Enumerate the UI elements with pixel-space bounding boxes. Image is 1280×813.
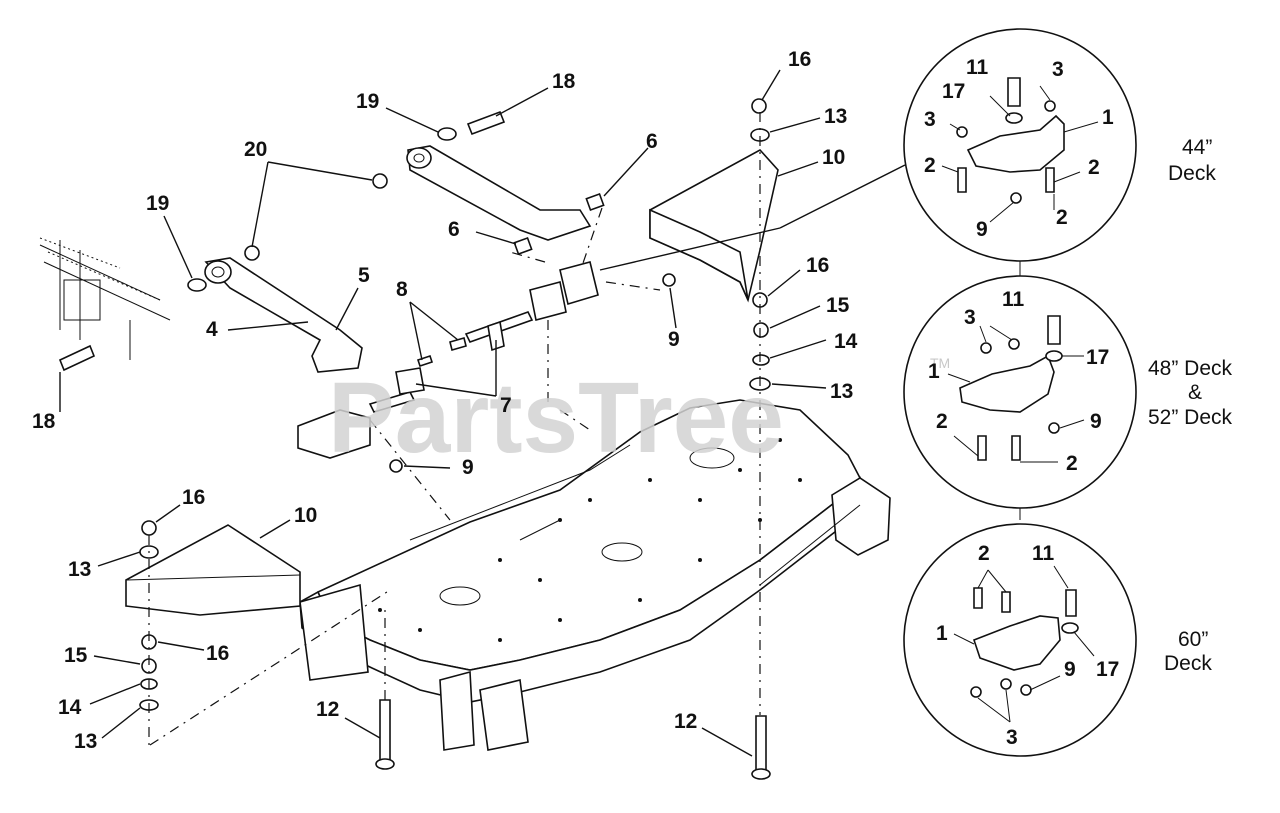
callout-13: 13 — [74, 730, 97, 753]
callout-2: 2 — [978, 542, 990, 565]
main-callouts: 16 13 10 6 6 18 19 20 19 5 4 8 9 16 15 1… — [32, 48, 858, 753]
detail-deck-60 — [903, 523, 1137, 757]
watermark-trademark: TM — [930, 355, 950, 371]
lift-arms — [39, 110, 676, 473]
callout-1: 1 — [1102, 106, 1114, 129]
callout-2: 2 — [936, 410, 948, 433]
callout-9: 9 — [668, 328, 680, 351]
callout-3: 3 — [964, 306, 976, 329]
callout-11: 11 — [966, 56, 989, 79]
callout-13: 13 — [830, 380, 853, 403]
assembly-centerlines — [148, 112, 761, 746]
callout-8: 8 — [396, 278, 408, 301]
detail-leader-lines — [941, 85, 1099, 723]
deck-48-52-callouts: 11 3 17 1 9 2 2 — [928, 288, 1109, 475]
detail-deck-44 — [903, 28, 1137, 262]
callout-9: 9 — [1064, 658, 1076, 681]
callout-2: 2 — [1066, 452, 1078, 475]
callout-16: 16 — [206, 642, 229, 665]
callout-13: 13 — [824, 105, 847, 128]
deck-44-size: 44” — [1182, 136, 1212, 159]
callout-2: 2 — [924, 154, 936, 177]
callout-20: 20 — [244, 138, 267, 161]
callout-2: 2 — [1056, 206, 1068, 229]
callout-3: 3 — [1006, 726, 1018, 749]
callout-10: 10 — [822, 146, 845, 169]
callout-3: 3 — [924, 108, 936, 131]
callout-13: 13 — [68, 558, 91, 581]
deck-shields — [125, 148, 779, 616]
callout-4: 4 — [206, 318, 218, 341]
callout-16: 16 — [788, 48, 811, 71]
callout-3: 3 — [1052, 58, 1064, 81]
callout-6: 6 — [646, 130, 658, 153]
deck-60-word: Deck — [1164, 652, 1212, 675]
deck-ampersand: & — [1188, 381, 1202, 404]
callout-1: 1 — [936, 622, 948, 645]
callout-17: 17 — [1096, 658, 1119, 681]
deck-44-word: Deck — [1168, 162, 1216, 185]
callout-1: 1 — [928, 360, 940, 383]
callout-19: 19 — [356, 90, 379, 113]
detail-deck-48-52 — [903, 275, 1137, 509]
callout-9: 9 — [976, 218, 988, 241]
callout-17: 17 — [1086, 346, 1109, 369]
callout-11: 11 — [1032, 542, 1055, 565]
callout-14: 14 — [58, 696, 82, 719]
callout-9: 9 — [1090, 410, 1102, 433]
callout-15: 15 — [64, 644, 88, 667]
watermark: PartsTree — [328, 362, 784, 474]
deck-60-callouts: 2 11 1 9 17 3 — [936, 542, 1119, 749]
callout-16: 16 — [806, 254, 829, 277]
callout-6: 6 — [448, 218, 460, 241]
callout-7: 7 — [500, 394, 512, 417]
mower-deck — [297, 399, 891, 751]
callout-18: 18 — [32, 410, 56, 433]
callout-11: 11 — [1002, 288, 1025, 311]
callout-18: 18 — [552, 70, 576, 93]
callout-12: 12 — [316, 698, 339, 721]
deck-60-size: 60” — [1178, 628, 1208, 651]
deck-size-labels: 44” Deck 48” Deck & 52” Deck 60” Deck — [1148, 136, 1233, 675]
leader-lines — [59, 69, 906, 757]
callout-5: 5 — [358, 264, 370, 287]
callout-16: 16 — [182, 486, 205, 509]
deck-48-label: 48” Deck — [1148, 357, 1233, 380]
callout-10: 10 — [294, 504, 317, 527]
callout-9: 9 — [462, 456, 474, 479]
hardware-stack-right — [749, 98, 771, 780]
deck-52-label: 52” Deck — [1148, 406, 1233, 429]
callout-15: 15 — [826, 294, 850, 317]
callout-17: 17 — [942, 80, 965, 103]
callout-14: 14 — [834, 330, 858, 353]
deck-44-callouts: 11 3 17 3 1 2 2 2 9 — [924, 56, 1114, 241]
callout-2: 2 — [1088, 156, 1100, 179]
callout-19: 19 — [146, 192, 169, 215]
callout-12: 12 — [674, 710, 697, 733]
